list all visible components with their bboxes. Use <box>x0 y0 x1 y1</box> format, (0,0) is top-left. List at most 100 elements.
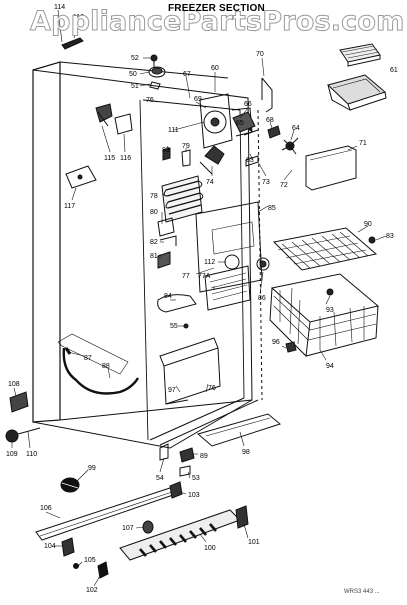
callout-label: 78 <box>150 193 158 200</box>
callout-label: 109 <box>6 451 18 458</box>
callout-label: 114 <box>54 4 65 11</box>
clip-83b <box>368 236 376 244</box>
part-54 <box>159 443 169 461</box>
callout-label: 68 <box>266 117 274 124</box>
callout-label: 86 <box>258 295 266 302</box>
callout-label: 98 <box>242 449 250 456</box>
grille-77a <box>204 265 251 311</box>
part-103 <box>169 481 183 499</box>
callout-label: 96 <box>272 339 280 346</box>
ice-tray <box>339 43 381 67</box>
callout-label: 83 <box>162 147 170 154</box>
tube-84 <box>157 294 197 313</box>
callout-label: 115 <box>104 155 115 162</box>
part-89 <box>179 447 195 463</box>
callout-label: 106 <box>40 505 52 512</box>
callout-label: 84 <box>164 293 172 300</box>
callout-label: 111 <box>168 127 179 134</box>
callout-label: 110 <box>26 451 37 458</box>
part-79 <box>181 149 191 167</box>
callout-label: 69 <box>194 96 202 103</box>
bottom-rail <box>35 487 177 541</box>
callout-label: 65 <box>236 120 244 127</box>
screw-55 <box>183 323 189 329</box>
fan-blade-64 <box>281 137 299 155</box>
hinge-108 <box>9 391 29 413</box>
callout-label: 53 <box>192 475 200 482</box>
heater-80 <box>157 217 175 237</box>
callout-label: 85 <box>268 205 276 212</box>
page-title: FREEZER SECTION <box>168 3 265 14</box>
callout-label: 102 <box>86 587 98 594</box>
callout-label: 83 <box>386 233 394 240</box>
callout-label: 81 <box>150 253 158 260</box>
callout-label: 61 <box>390 67 398 74</box>
part-53 <box>179 465 191 477</box>
screw-52 <box>150 54 158 68</box>
roller-109 <box>5 427 41 443</box>
bracket-70 <box>261 77 273 113</box>
heater-82 <box>159 235 177 246</box>
wire-harness <box>57 333 140 395</box>
part-83 <box>162 147 171 161</box>
callout-label: 87 <box>84 355 92 362</box>
callout-label: 77 <box>182 273 190 280</box>
callout-label: 112 <box>204 259 215 266</box>
wire-shelf <box>272 227 378 271</box>
callout-label: 71 <box>359 140 367 147</box>
callout-label: 63 <box>246 157 254 164</box>
callout-label: 99 <box>88 465 96 472</box>
air-duct <box>159 337 221 405</box>
callout-label: 60 <box>211 65 219 72</box>
footer-code: WRS3 443 ... <box>344 589 380 595</box>
callout-label: 73 <box>262 179 270 186</box>
callout-label: 76 <box>146 97 154 104</box>
callout-label: 82 <box>150 239 158 246</box>
part-107 <box>142 520 154 534</box>
cabinet-shell <box>32 61 263 449</box>
callout-label: 80 <box>150 209 158 216</box>
callout-label: 93 <box>326 307 334 314</box>
callout-label: 74 <box>206 179 214 186</box>
callout-label: 89 <box>200 453 208 460</box>
callout-label: 79 <box>182 143 190 150</box>
part-96 <box>285 341 297 353</box>
wire-basket <box>269 273 380 358</box>
part-74 <box>199 145 225 175</box>
callout-label: 100 <box>204 545 216 552</box>
part-86 <box>256 257 270 271</box>
clip-93 <box>326 288 334 296</box>
callout-label: 67 <box>183 71 191 78</box>
watermark-text: AppliancePartsPros.com <box>30 6 405 38</box>
evaporator <box>161 175 204 223</box>
thermostat-50 <box>148 66 166 78</box>
callout-label: 94 <box>326 363 334 370</box>
clip-51 <box>149 81 161 90</box>
toe-grille <box>119 509 241 561</box>
callout-label: 64 <box>292 125 300 132</box>
callout-label: 104 <box>44 543 56 550</box>
callout-label: 103 <box>188 492 200 499</box>
callout-label: 108 <box>8 381 20 388</box>
callout-label: 50 <box>129 71 137 78</box>
drain-pan <box>196 413 282 447</box>
callout-label: 90 <box>364 221 372 228</box>
foot-102 <box>97 561 109 579</box>
roller-99 <box>60 477 80 493</box>
callout-label: 51 <box>131 83 139 90</box>
heater-81 <box>157 251 171 269</box>
callout-label: 76 <box>208 385 216 392</box>
callout-label: 88 <box>102 363 110 370</box>
callout-label: 113 <box>73 14 84 21</box>
callout-label: 117 <box>64 203 75 210</box>
hinge-pin <box>61 37 84 50</box>
callout-label: 97 <box>168 387 176 394</box>
callout-label: 66 <box>244 101 252 108</box>
part-101 <box>235 505 249 529</box>
clip-104 <box>61 537 75 557</box>
ice-bucket <box>327 74 387 112</box>
part-117 <box>65 165 97 189</box>
callout-labels: 114 113 52 50 51 70 60 67 61 76 69 66 11… <box>6 4 398 594</box>
